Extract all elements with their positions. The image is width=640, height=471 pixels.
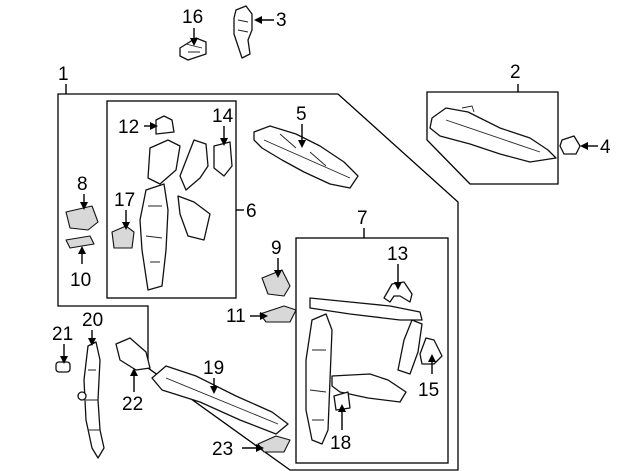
callout-6: 6	[246, 201, 257, 222]
part-17-bracket	[111, 225, 135, 249]
callout-19: 19	[203, 358, 224, 379]
part-11-bracket	[259, 305, 297, 323]
part-15-bracket	[419, 337, 443, 365]
part-4-clip	[559, 135, 581, 155]
part-3-bracket	[233, 5, 253, 59]
callout-20: 20	[82, 310, 103, 331]
part-18-lower-member	[331, 373, 407, 411]
part-22-bracket	[115, 337, 151, 371]
callout-5: 5	[296, 104, 307, 125]
callout-1: 1	[58, 64, 69, 85]
callout-21: 21	[52, 324, 73, 345]
part-7-support-upper	[309, 297, 423, 321]
group-frame-6	[106, 100, 237, 299]
callout-10: 10	[70, 270, 91, 291]
part-16-bracket	[179, 37, 207, 61]
callout-17: 17	[114, 190, 135, 211]
part-14-bracket	[213, 141, 233, 177]
callout-11: 11	[226, 306, 246, 327]
callout-14: 14	[212, 106, 234, 127]
part-20-support-rod	[77, 341, 105, 459]
callout-16: 16	[182, 7, 203, 28]
part-6-apron	[139, 139, 211, 291]
part-9-bracket	[261, 269, 291, 297]
callout-2: 2	[510, 62, 521, 83]
group-frame-1	[57, 93, 459, 471]
callout-4: 4	[600, 137, 611, 158]
callout-13: 13	[387, 244, 408, 265]
callout-22: 22	[122, 394, 143, 415]
callout-7: 7	[357, 208, 368, 229]
callout-18: 18	[330, 433, 351, 454]
group-frame-2	[426, 91, 559, 185]
part-5-cowl-panel	[253, 125, 359, 189]
part-8-bracket	[65, 205, 99, 231]
callout-15: 15	[418, 380, 439, 401]
callout-12: 12	[118, 117, 139, 138]
part-12-bracket	[155, 115, 175, 135]
callout-3: 3	[276, 10, 287, 31]
part-7-side-member	[305, 313, 333, 445]
group-frame-7	[295, 237, 449, 464]
callout-23: 23	[212, 439, 233, 460]
part-23-bracket	[257, 435, 291, 453]
part-21-clip	[55, 361, 71, 373]
part-19-cross-member	[151, 365, 289, 435]
part-7-right-bracket	[397, 319, 423, 375]
part-10-bracket	[65, 235, 95, 249]
callout-9: 9	[271, 238, 282, 259]
part-2-radiator-support-upper	[429, 105, 557, 163]
callout-8: 8	[77, 174, 88, 195]
